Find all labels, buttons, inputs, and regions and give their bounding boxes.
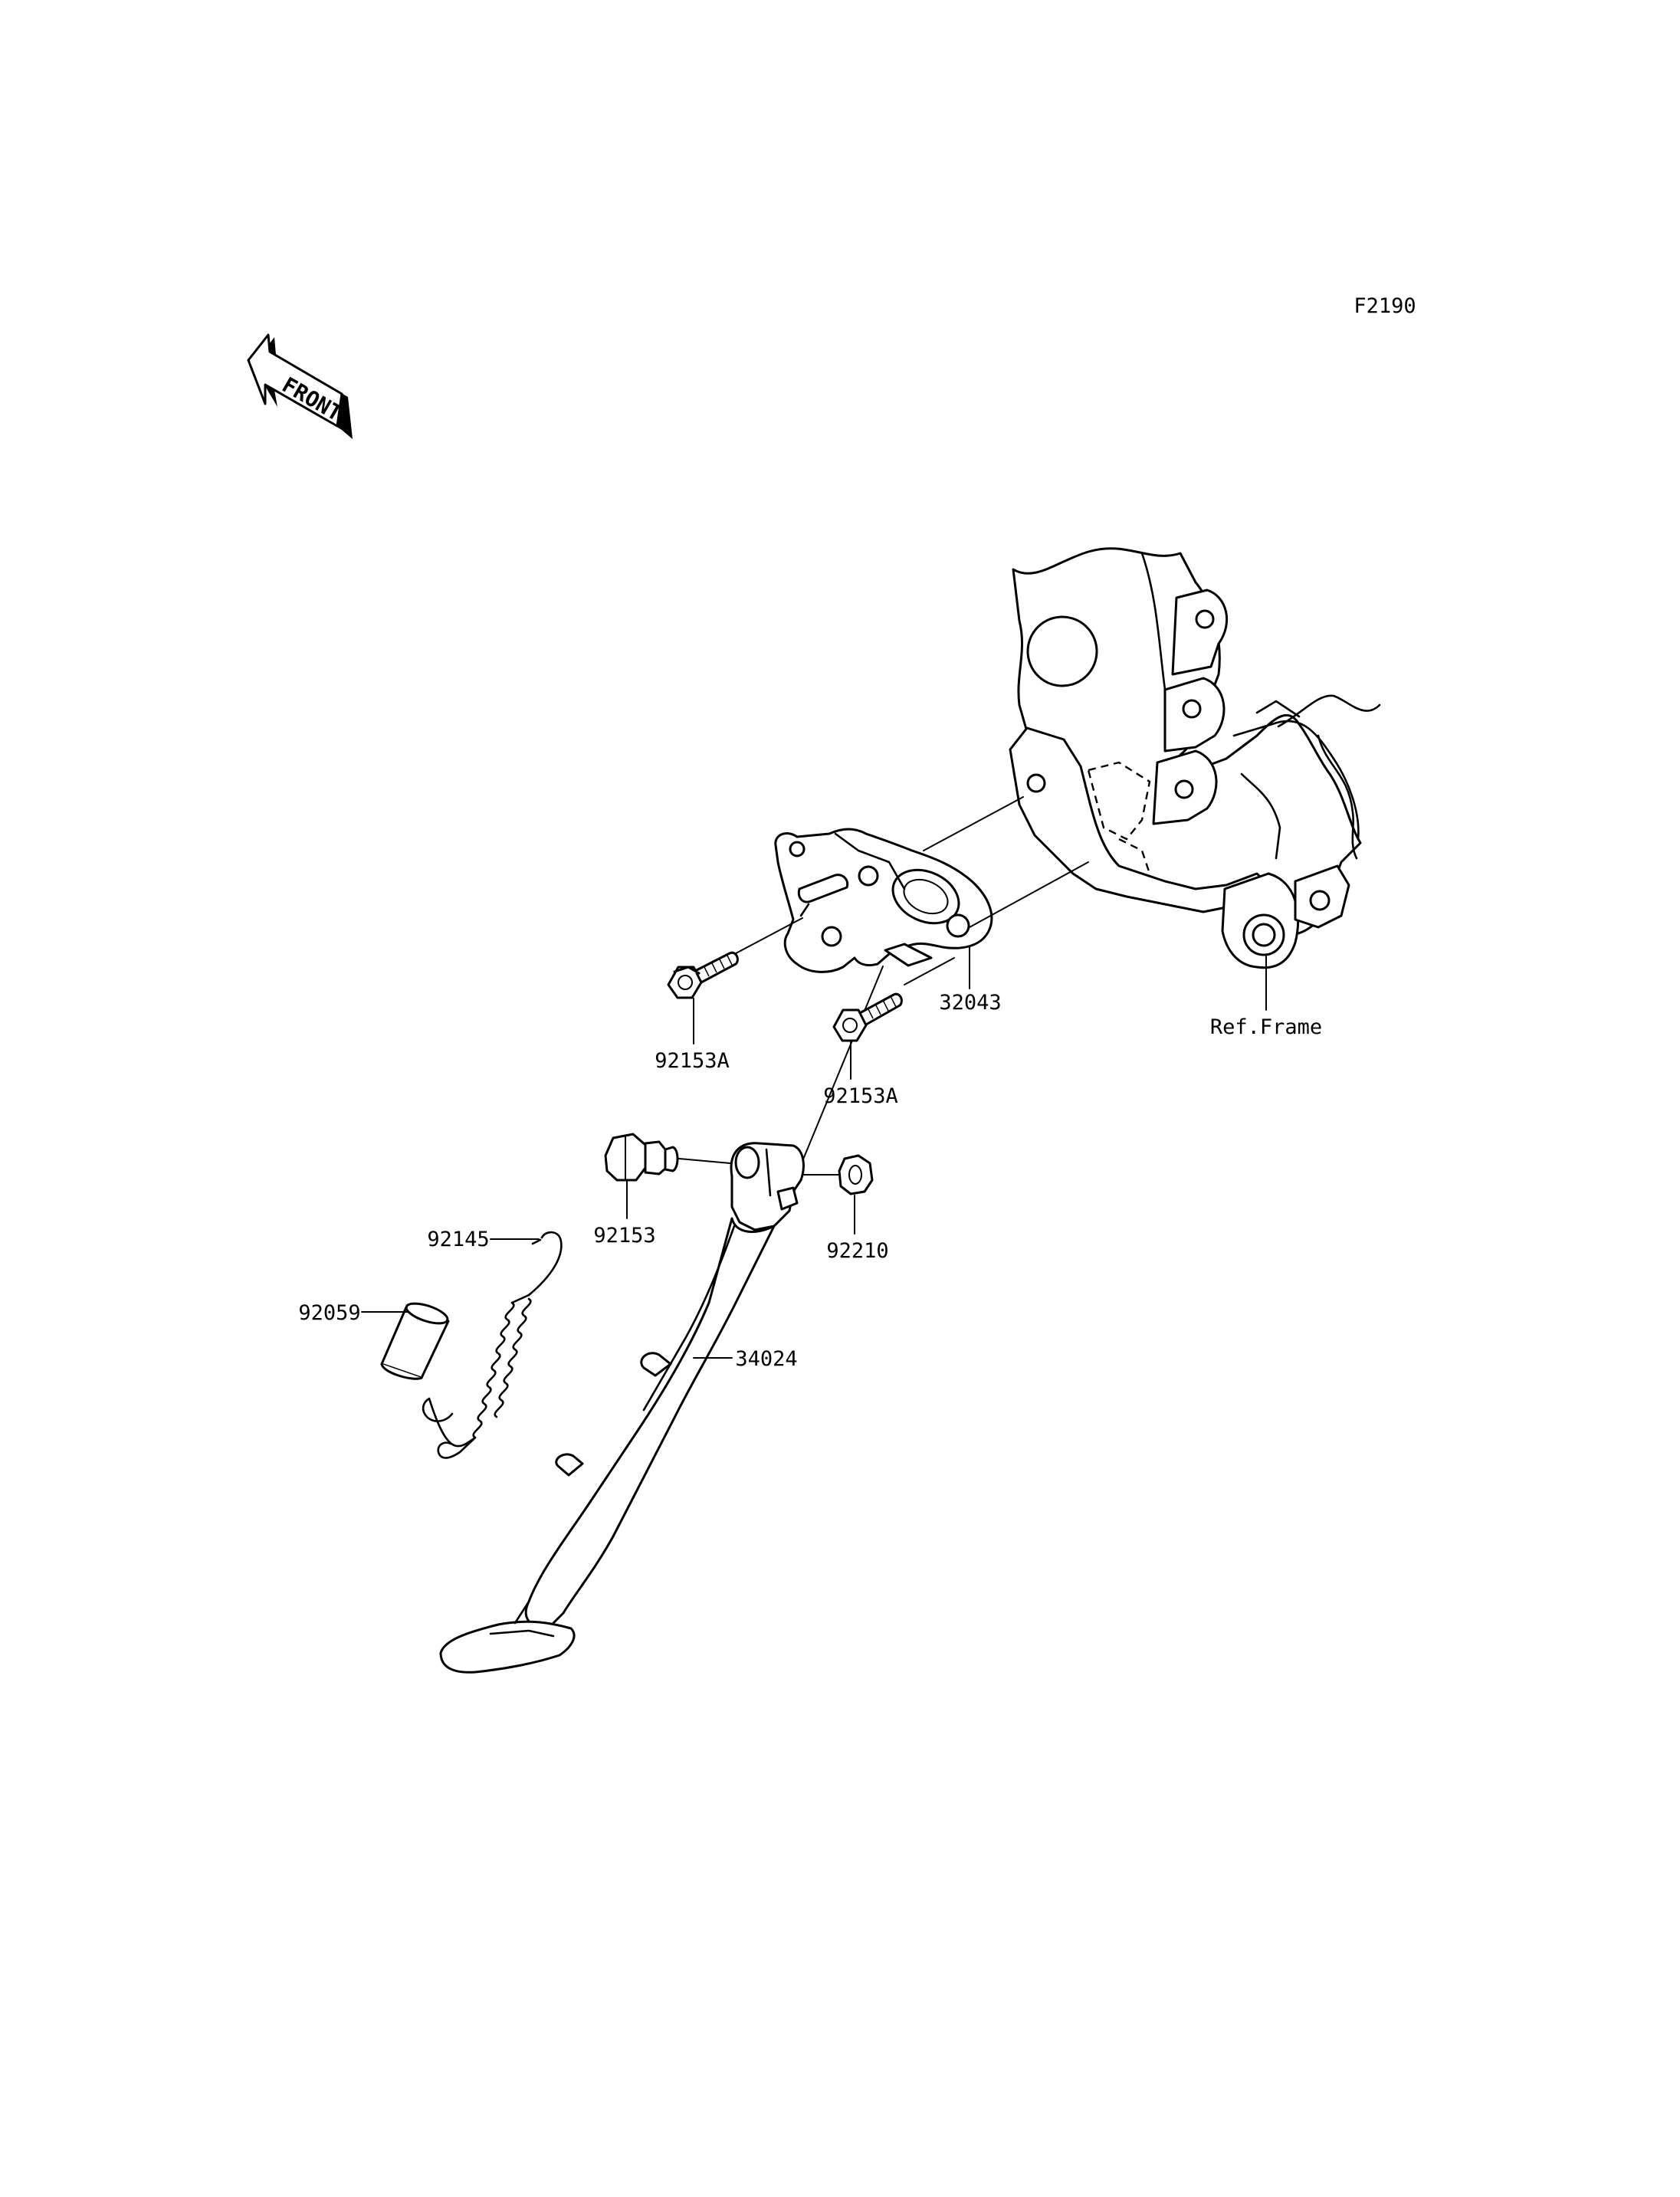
label-side-stand-34024: 34024 — [735, 1347, 797, 1371]
figure-code: F2190 — [1354, 294, 1416, 318]
spring-92145 — [422, 1231, 563, 1459]
frame-drawing — [1009, 547, 1381, 969]
label-nut-92210: 92210 — [826, 1239, 888, 1263]
bracket-32043 — [774, 828, 993, 973]
bolt-92153a-left — [667, 951, 739, 999]
label-spring-92145: 92145 — [427, 1228, 489, 1251]
part-labels: 92153A 32043 92153A Ref.Frame 92153 9221… — [298, 991, 1322, 1371]
side-stand-34024 — [439, 1142, 805, 1674]
leader-lines — [361, 946, 1267, 1359]
label-bolt-92153a-left: 92153A — [655, 1049, 730, 1073]
bolt-92153a-right — [832, 992, 903, 1042]
label-bolt-92153a-right: 92153A — [823, 1084, 898, 1108]
pivot-bolt-92153 — [604, 1133, 748, 1182]
sleeve-92059 — [380, 1302, 450, 1380]
label-sleeve-92059: 92059 — [298, 1301, 360, 1325]
label-ref-frame: Ref.Frame — [1210, 1015, 1322, 1039]
front-arrow-icon: FRONT — [247, 333, 353, 439]
nut-92210 — [802, 1154, 874, 1195]
label-bracket-32043: 32043 — [939, 991, 1001, 1015]
label-pivot-bolt-92153: 92153 — [593, 1224, 655, 1248]
